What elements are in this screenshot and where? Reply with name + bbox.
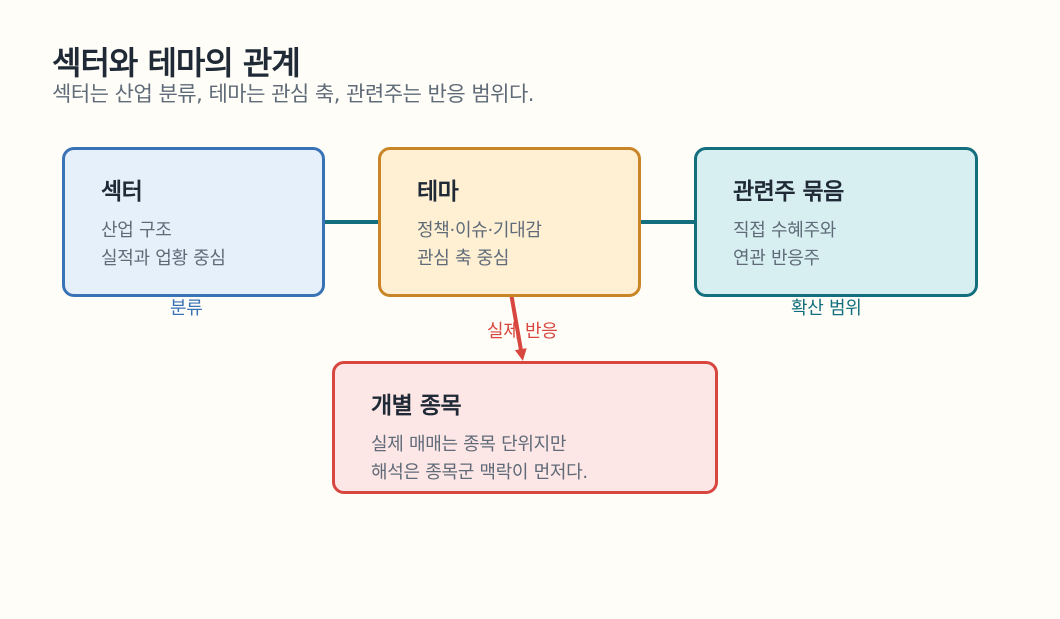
theme-title: 테마: [417, 179, 459, 205]
related-title: 관련주 묶음: [733, 179, 844, 205]
sector-line1: 산업 구조: [101, 220, 172, 241]
sector-line2: 실적과 업황 중심: [101, 248, 226, 269]
theme-line2: 관심 축 중심: [417, 248, 510, 269]
arrow-theme-to-stock: [509, 292, 527, 361]
stock-title: 개별 종목: [371, 393, 462, 419]
sector-title: 섹터: [101, 179, 143, 205]
individual-stock-node: 개별 종목 실제 매매는 종목 단위지만 해석은 종목군 맥락이 먼저다.: [332, 361, 718, 494]
sector-node: 섹터 산업 구조 실적과 업황 중심: [62, 147, 325, 297]
actual-reaction-label: 실제 반응: [487, 321, 558, 342]
related-stocks-node: 관련주 묶음 직접 수혜주와 연관 반응주: [694, 147, 978, 297]
related-line2: 연관 반응주: [733, 248, 820, 269]
spread-range-label: 확산 범위: [791, 298, 862, 319]
classification-label: 분류: [170, 298, 203, 319]
stock-line2: 해석은 종목군 맥락이 먼저다.: [371, 462, 588, 483]
theme-node: 테마 정책·이슈·기대감 관심 축 중심: [378, 147, 641, 297]
page-title: 섹터와 테마의 관계: [52, 44, 301, 82]
theme-line1: 정책·이슈·기대감: [417, 220, 542, 241]
stock-line1: 실제 매매는 종목 단위지만: [371, 434, 567, 455]
page-subtitle: 섹터는 산업 분류, 테마는 관심 축, 관련주는 반응 범위다.: [52, 82, 534, 106]
related-line1: 직접 수혜주와: [733, 220, 836, 241]
